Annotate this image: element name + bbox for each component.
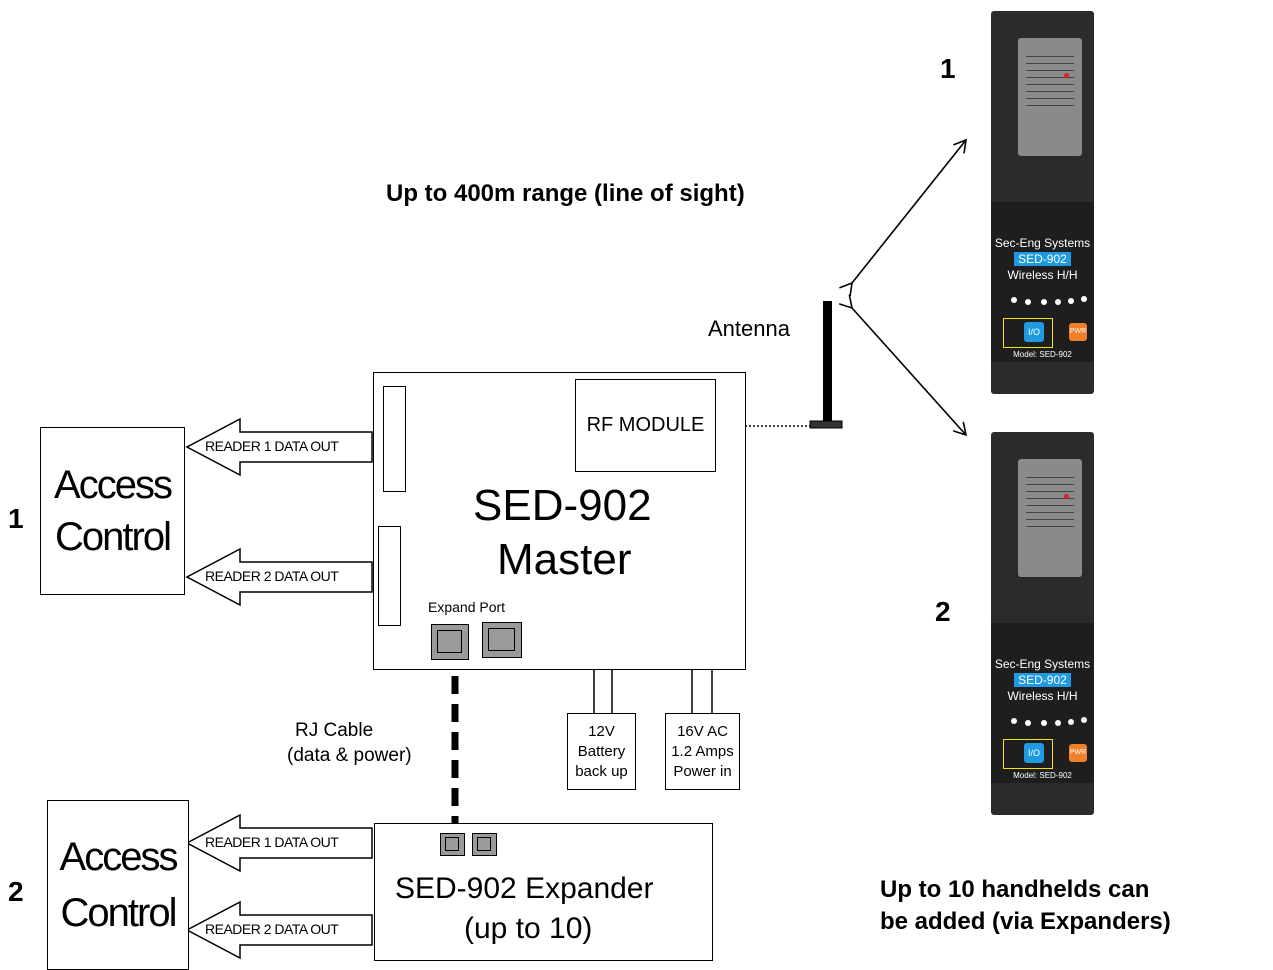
handheld-1-pwr-button[interactable]: PWR <box>1069 323 1087 341</box>
handheld-2-brand: Sec-Eng Systems <box>994 657 1091 671</box>
expander-board: SED-902 Expander (up to 10) <box>374 823 713 961</box>
access-control-2-line2: Control <box>60 891 178 935</box>
handheld-1: Sec-Eng Systems SED-902 Wireless H/H I/O… <box>991 11 1094 394</box>
handheld-1-panel: Sec-Eng Systems SED-902 Wireless H/H I/O… <box>991 202 1094 362</box>
battery-line1: 12V <box>588 722 615 740</box>
wireless-link-1 <box>852 140 966 283</box>
access-control-2-line1: Access <box>59 835 179 879</box>
ac1-reader1-label: READER 1 DATA OUT <box>205 438 339 454</box>
antenna-label: Antenna <box>708 316 790 341</box>
handheld-1-indicator <box>1064 73 1069 78</box>
handheld-2-led-row <box>999 713 1089 727</box>
handheld-1-number: 1 <box>940 53 956 84</box>
power-box: 16V AC 1.2 Amps Power in <box>665 713 740 790</box>
rj-cable-label-2: (data & power) <box>287 745 412 766</box>
access-control-1-number: 1 <box>8 503 24 534</box>
ac1-reader2-label: READER 2 DATA OUT <box>205 568 339 584</box>
handheld-1-io-frame: I/O <box>1003 318 1053 348</box>
handheld-1-brand: Sec-Eng Systems <box>994 236 1091 250</box>
handheld-2-type: Wireless H/H <box>1007 689 1078 703</box>
ac2-reader2-label: READER 2 DATA OUT <box>205 921 339 937</box>
expand-port-2 <box>482 622 522 658</box>
power-line1: 16V AC <box>677 722 728 740</box>
master-title-2: Master <box>497 535 632 584</box>
handheld-2-model: SED-902 <box>1014 673 1071 687</box>
handheld-2-model-label: Model: SED-902 <box>1013 771 1072 780</box>
handheld-1-type: Wireless H/H <box>1007 268 1078 282</box>
expander-port-1 <box>440 833 465 856</box>
handheld-2-io-frame: I/O <box>1003 739 1053 769</box>
reader1-arrow-2 <box>185 813 373 873</box>
antenna-mast <box>823 301 832 423</box>
reader2-arrow-2 <box>185 900 373 960</box>
access-control-2-number: 2 <box>8 876 24 907</box>
handheld-2: Sec-Eng Systems SED-902 Wireless H/H I/O… <box>991 432 1094 815</box>
footer-line-1: Up to 10 handhelds can <box>880 876 1150 903</box>
handheld-1-io-button[interactable]: I/O <box>1024 322 1044 342</box>
rj-cable-label-1: RJ Cable <box>295 720 374 741</box>
handheld-2-panel: Sec-Eng Systems SED-902 Wireless H/H I/O… <box>991 623 1094 783</box>
master-header-2 <box>378 526 401 626</box>
range-label: Up to 400m range (line of sight) <box>386 180 745 207</box>
access-control-2-box: Access Control <box>47 800 189 970</box>
wireless-link-2 <box>852 308 966 435</box>
expander-port-2 <box>472 833 497 856</box>
battery-line2: Battery <box>577 742 626 760</box>
power-line3: Power in <box>673 762 732 780</box>
master-title-1: SED-902 <box>473 481 652 530</box>
ac2-reader1-label: READER 1 DATA OUT <box>205 834 339 850</box>
handheld-1-reader <box>1018 38 1082 156</box>
handheld-1-led-row <box>999 292 1089 306</box>
antenna-base <box>809 420 843 429</box>
handheld-2-io-button[interactable]: I/O <box>1024 743 1044 763</box>
master-header-1 <box>383 386 406 492</box>
handheld-2-indicator <box>1064 494 1069 499</box>
expand-port-label: Expand Port <box>428 599 506 615</box>
expander-title-2: (up to 10) <box>464 912 593 945</box>
power-line2: 1.2 Amps <box>671 742 734 760</box>
reader1-arrow-1 <box>185 417 373 477</box>
rf-module-label: RF MODULE <box>586 414 705 436</box>
handheld-2-reader <box>1018 459 1082 577</box>
rf-module: RF MODULE <box>575 379 716 472</box>
battery-line3: back up <box>575 762 628 780</box>
master-board: RF MODULE SED-902 Master Expand Port <box>373 372 746 670</box>
handheld-2-pwr-button[interactable]: PWR <box>1069 744 1087 762</box>
handheld-1-model-label: Model: SED-902 <box>1013 350 1072 359</box>
handheld-2-number: 2 <box>935 596 951 627</box>
expand-port-1 <box>431 624 469 660</box>
reader2-arrow-1 <box>185 547 373 607</box>
battery-box: 12V Battery back up <box>567 713 636 790</box>
access-control-1-line2: Control <box>55 515 172 559</box>
expander-title-1: SED-902 Expander <box>395 872 654 905</box>
access-control-1-line1: Access <box>54 463 173 507</box>
access-control-1-box: Access Control <box>40 427 185 595</box>
handheld-1-model: SED-902 <box>1014 252 1071 266</box>
footer-line-2: be added (via Expanders) <box>880 908 1171 935</box>
